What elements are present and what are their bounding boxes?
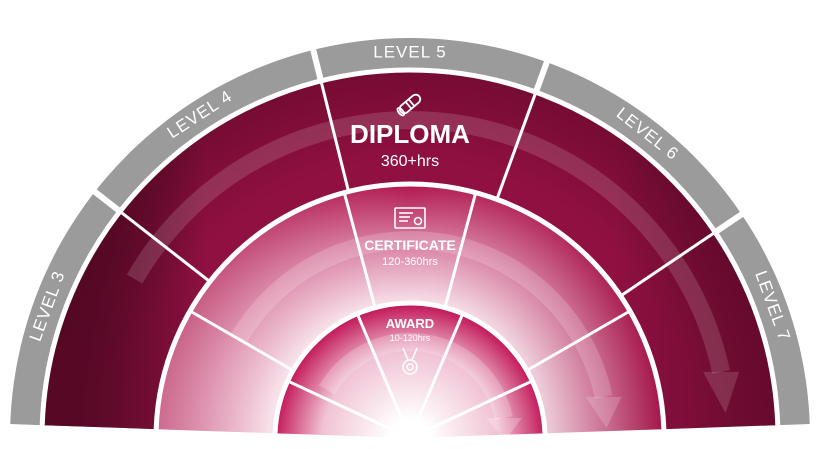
qualification-rings (39, 67, 781, 438)
progression-arrowhead (485, 418, 522, 441)
certificate-divider (343, 194, 378, 310)
progression-arrow (230, 231, 613, 399)
certificate-divider (442, 194, 477, 310)
award-divider (288, 380, 411, 440)
diploma-block: DIPLOMA 360+hrs (350, 93, 470, 170)
diploma-scroll-icon (396, 93, 422, 117)
award-hours: 10-120hrs (390, 333, 431, 343)
ring-separator (272, 300, 548, 434)
diploma-hours: 360+hrs (381, 153, 439, 170)
certificate-divider (191, 310, 296, 373)
award-title: AWARD (386, 316, 434, 331)
diploma-divider (494, 93, 537, 202)
segment-dividers (91, 47, 745, 440)
diploma-divider (120, 211, 213, 285)
progression-arrowhead (703, 371, 740, 414)
certificate-hours: 120-360hrs (382, 256, 438, 268)
award-divider (356, 314, 412, 439)
ring-separator (153, 181, 667, 430)
progression-arrow (126, 111, 730, 374)
level-divider (309, 47, 325, 84)
award-divider (408, 314, 464, 439)
progression-arrow (319, 333, 513, 421)
medal-icon (402, 347, 418, 375)
diploma-divider (320, 82, 351, 194)
certificate-divider (524, 310, 629, 373)
level-divider (532, 59, 551, 96)
progression-arrowhead (585, 396, 622, 428)
level-divider (711, 210, 745, 236)
diploma-divider (618, 232, 715, 299)
certificate-title: CERTIFICATE (364, 237, 456, 253)
diploma-title: DIPLOMA (350, 119, 470, 149)
award-divider (409, 380, 532, 440)
ring-separator (39, 67, 781, 426)
level-divider (91, 188, 124, 216)
certificate-icon (394, 207, 426, 229)
progression-arrows (126, 111, 740, 441)
level-label-5: LEVEL 5 (373, 42, 446, 61)
award-core (277, 304, 543, 438)
certificate-block: CERTIFICATE 120-360hrs (364, 207, 456, 268)
diploma-ring-shade (44, 72, 776, 430)
award-block: AWARD 10-120hrs (386, 316, 434, 375)
certificate-ring-shade (158, 185, 662, 434)
